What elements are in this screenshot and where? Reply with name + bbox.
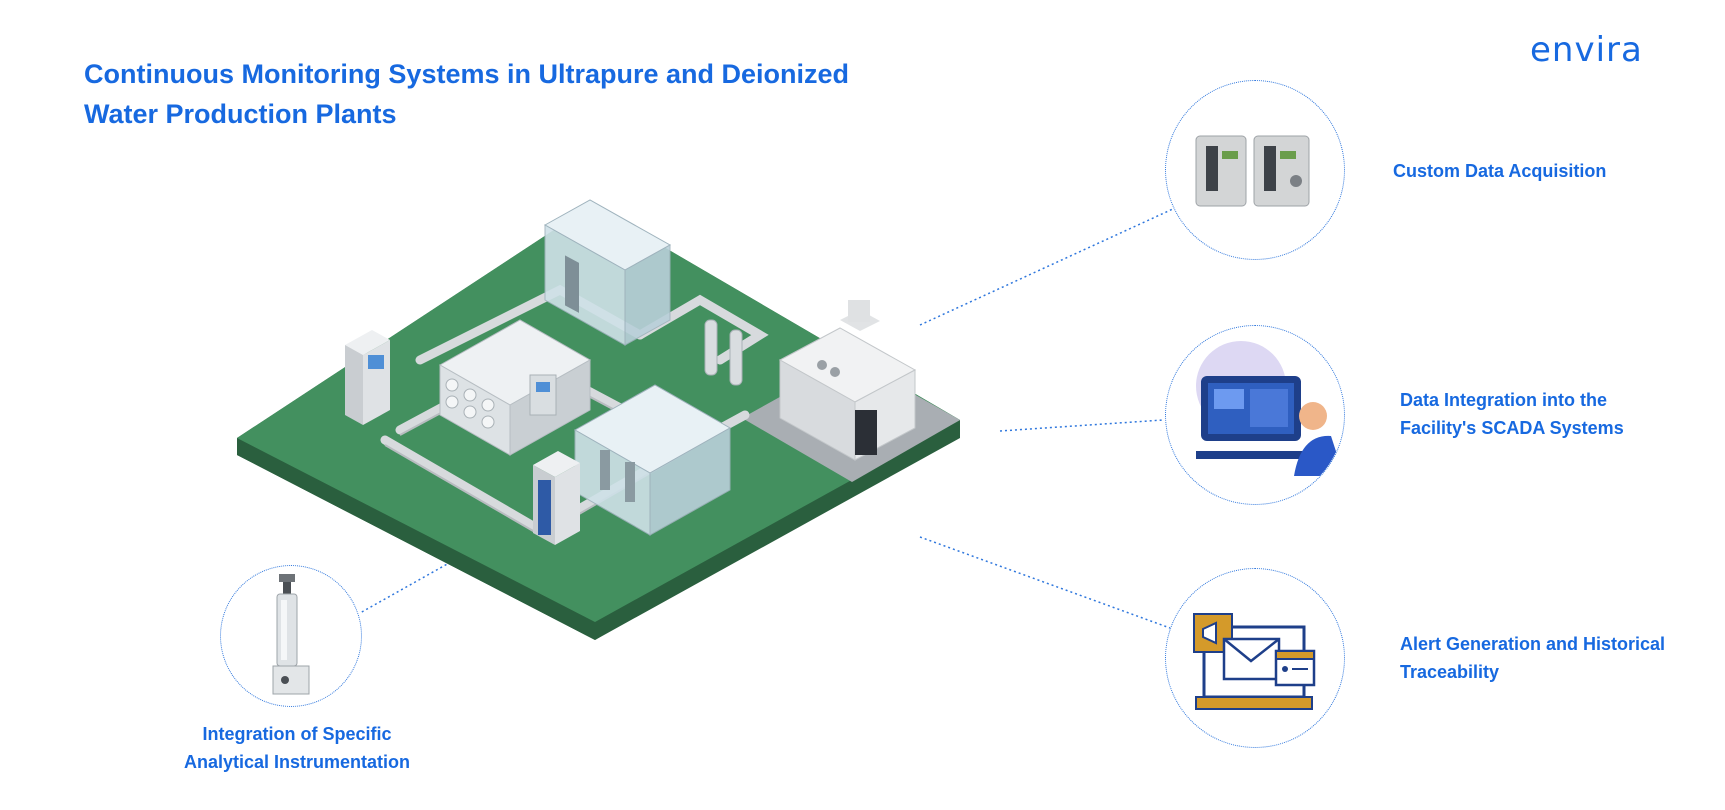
connector-alerts: [919, 536, 1171, 629]
title-line-2: Water Production Plants: [84, 99, 397, 129]
analytical-sensor-icon: [272, 574, 310, 695]
data-acquisition-circle: [1165, 80, 1345, 260]
alert-traceability-circle: [1165, 568, 1345, 748]
connector-lines: [359, 207, 1176, 629]
control-cabinet-left: [345, 330, 390, 425]
reverse-osmosis-racks: [438, 319, 592, 456]
glass-enclosure-rear: [543, 199, 672, 346]
scada-integration-label: Data Integration into the Facility's SCA…: [1400, 390, 1624, 438]
data-acquisition-module-icon: [1195, 135, 1310, 207]
control-cabinet-front: [533, 451, 580, 545]
scada-operator-icon: [1196, 341, 1344, 476]
connector-integration: [999, 419, 1164, 432]
analytical-instrumentation-label: Integration of Specific Analytical Instr…: [183, 724, 411, 772]
data-acquisition-label: Custom Data Acquisition: [1393, 161, 1607, 181]
brand-logo: envira: [1530, 30, 1643, 70]
filter-columns: [704, 319, 743, 386]
alert-notification-icon: [1193, 613, 1316, 710]
analytical-instrumentation-circle: [220, 565, 362, 707]
scada-integration-circle: [1165, 325, 1345, 505]
technical-building: [778, 300, 917, 461]
title-line-1: Continuous Monitoring Systems in Ultrapu…: [84, 59, 850, 89]
page-title: Continuous Monitoring Systems in Ultrapu…: [84, 54, 904, 134]
alert-traceability-label: Alert Generation and Historical Traceabi…: [1400, 634, 1666, 682]
glass-enclosure-front: [573, 384, 732, 536]
connector-acquisition: [919, 207, 1176, 326]
